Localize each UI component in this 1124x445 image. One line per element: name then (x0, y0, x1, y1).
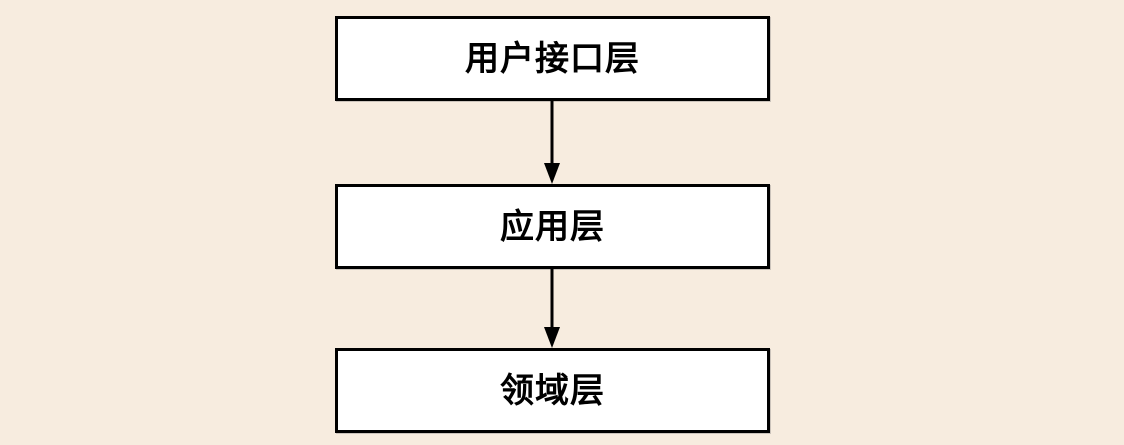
node-domain-layer: 领域层 (335, 348, 770, 433)
edge-app-to-domain (539, 266, 565, 348)
node-app-layer-label: 应用层 (500, 207, 605, 246)
node-domain-layer-label: 领域层 (500, 371, 605, 410)
node-ui-layer-label: 用户接口层 (465, 39, 640, 78)
node-ui-layer: 用户接口层 (335, 16, 770, 101)
arrow-down-icon (544, 266, 560, 348)
arrow-down-icon (544, 101, 560, 184)
node-app-layer: 应用层 (335, 184, 770, 269)
edge-ui-to-app (539, 101, 565, 184)
